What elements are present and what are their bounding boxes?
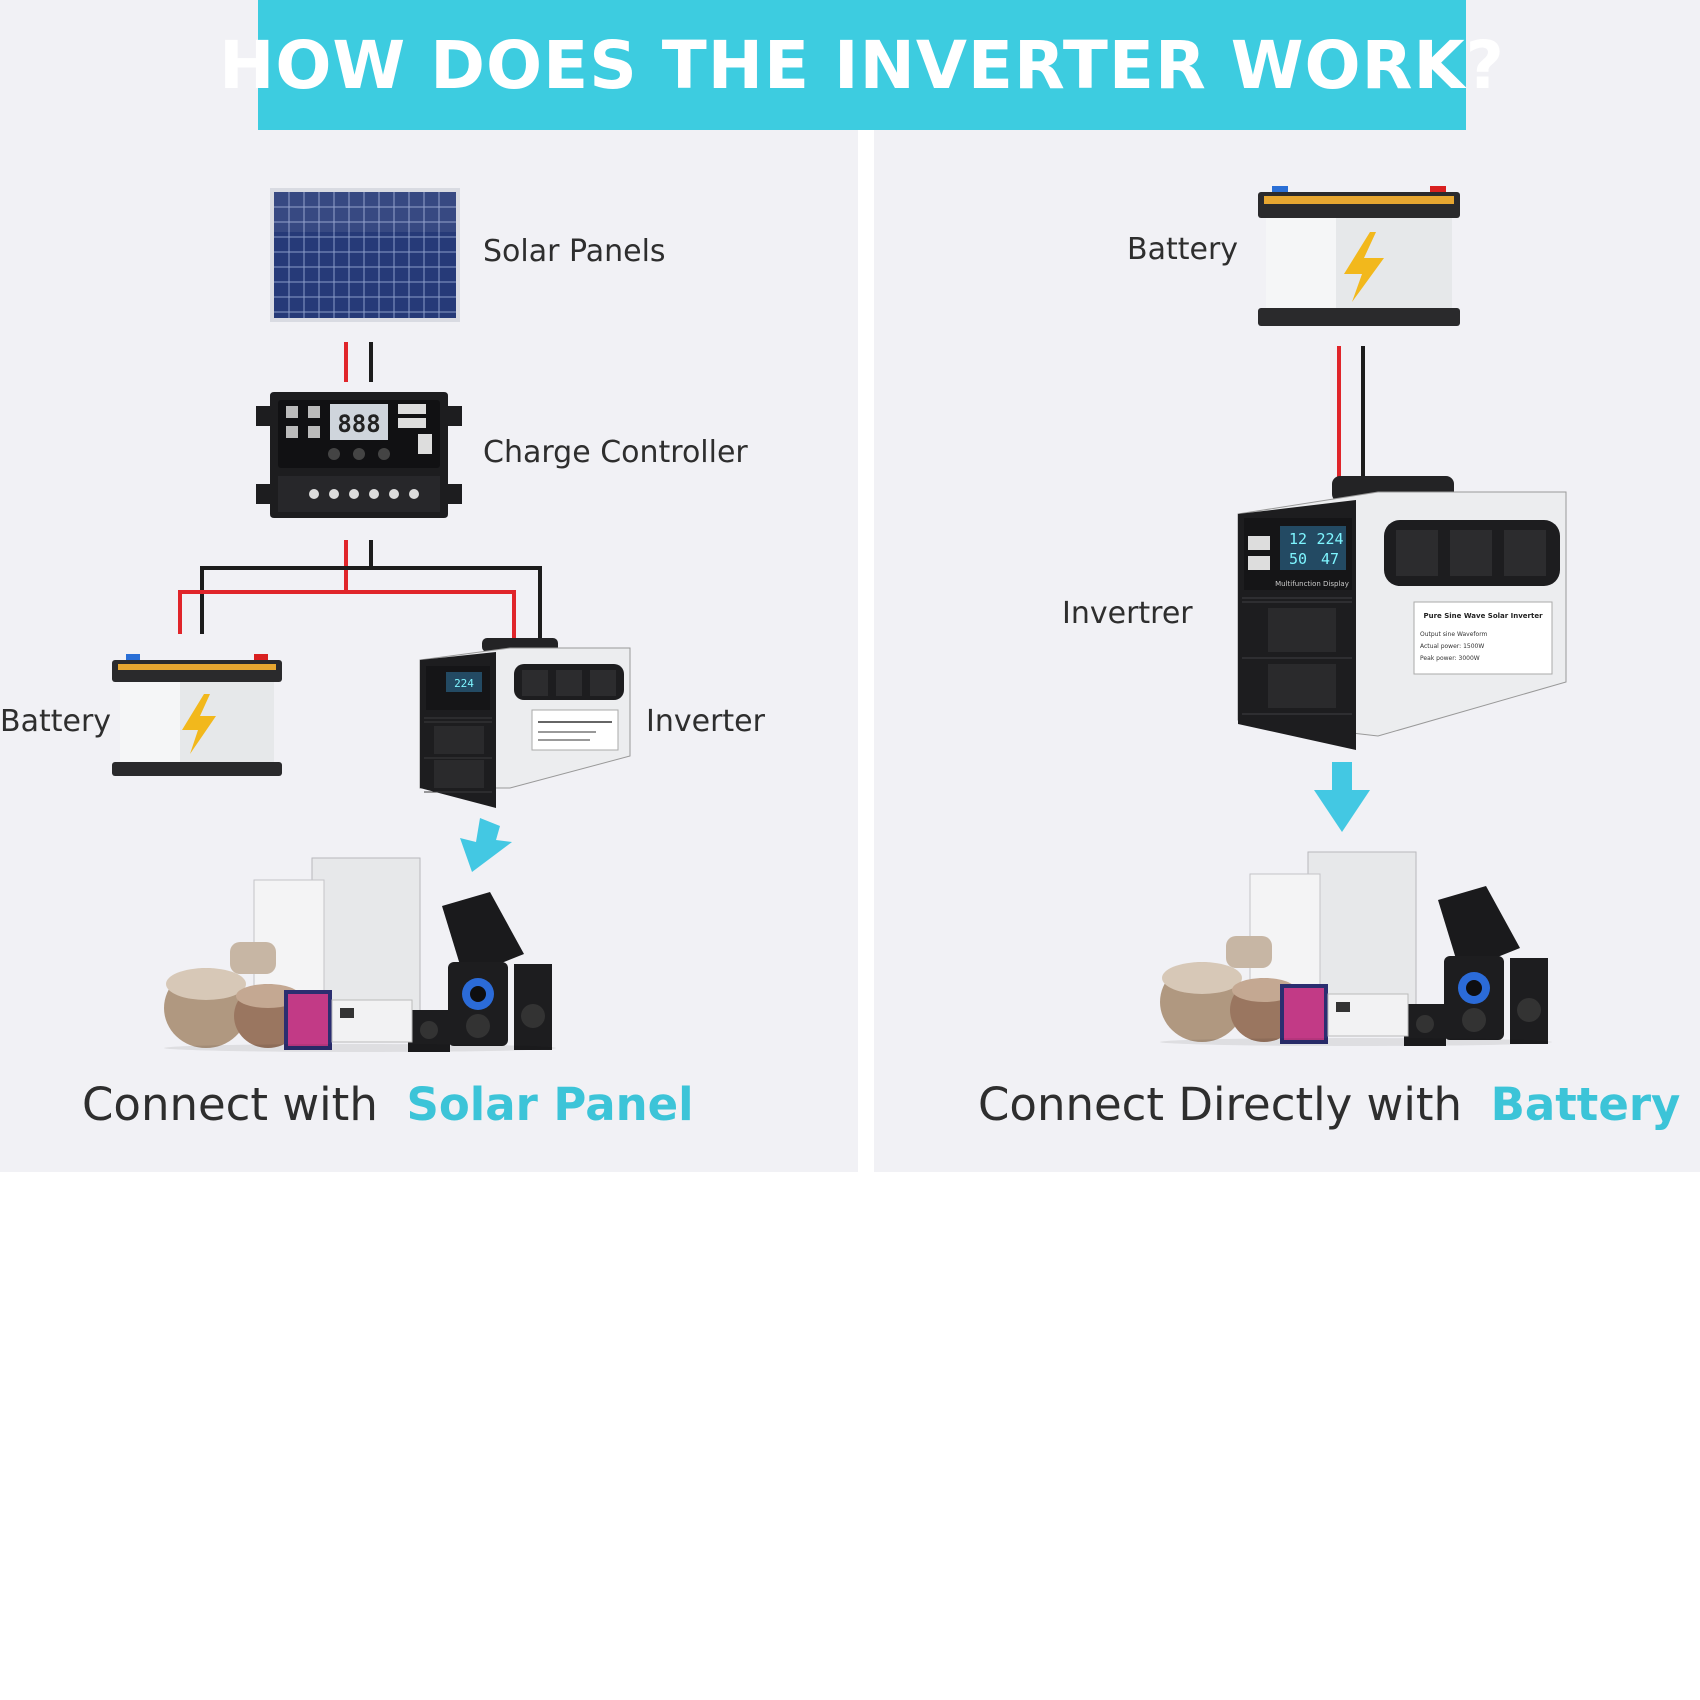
appliances-icon <box>164 857 556 1052</box>
label-inverter-right: Invertrer <box>1062 596 1193 631</box>
battery-icon <box>1258 186 1460 326</box>
inverter-reading-3: 50 <box>1289 550 1307 568</box>
arrow-down-icon <box>460 818 512 872</box>
battery-icon <box>112 654 282 776</box>
charge-controller-icon: 888 <box>256 392 462 518</box>
inverter-spec-1: Output sine Waveform <box>1420 631 1488 638</box>
caption-right: Connect Directly with Battery <box>978 1078 1680 1131</box>
caption-left: Connect with Solar Panel <box>82 1078 694 1131</box>
left-wires <box>178 342 542 638</box>
caption-left-prefix: Connect with <box>82 1078 378 1131</box>
solar-panel-icon <box>270 188 460 322</box>
inverter-icon: 12 224 50 47 Multifunction Display Pure … <box>1237 476 1567 750</box>
inverter-reading-2: 224 <box>1316 530 1343 548</box>
controller-display-reading: 888 <box>337 410 380 438</box>
inverter-label-title: Pure Sine Wave Solar Inverter <box>1423 612 1543 620</box>
inverter-reading-1: 12 <box>1289 530 1307 548</box>
title-banner: HOW DOES THE INVERTER WORK? <box>219 0 1504 130</box>
inverter-reading-4: 47 <box>1321 550 1339 568</box>
caption-right-prefix: Connect Directly with <box>978 1078 1463 1131</box>
inverter-brand-text: Multifunction Display <box>1275 580 1349 588</box>
inverter-spec-2: Actual power: 1500W <box>1420 643 1484 650</box>
right-wires <box>1337 346 1365 490</box>
caption-left-highlight: Solar Panel <box>406 1078 694 1131</box>
label-battery-right: Battery <box>1127 232 1239 267</box>
wiring <box>178 342 1365 638</box>
inverter-spec-3: Peak power: 3000W <box>1420 655 1480 662</box>
label-charge-controller: Charge Controller <box>483 435 748 470</box>
page-title: HOW DOES THE INVERTER WORK? <box>219 26 1505 104</box>
arrow-down-icon <box>1314 762 1370 832</box>
label-inverter-left: Inverter <box>646 704 765 739</box>
caption-right-highlight: Battery <box>1490 1078 1681 1131</box>
appliances-icon <box>1160 851 1552 1046</box>
label-battery-left: Battery <box>0 704 112 739</box>
inverter-icon: 224 <box>419 638 631 808</box>
inverter-small-reading: 224 <box>454 677 474 690</box>
label-solar-panels: Solar Panels <box>483 234 666 269</box>
